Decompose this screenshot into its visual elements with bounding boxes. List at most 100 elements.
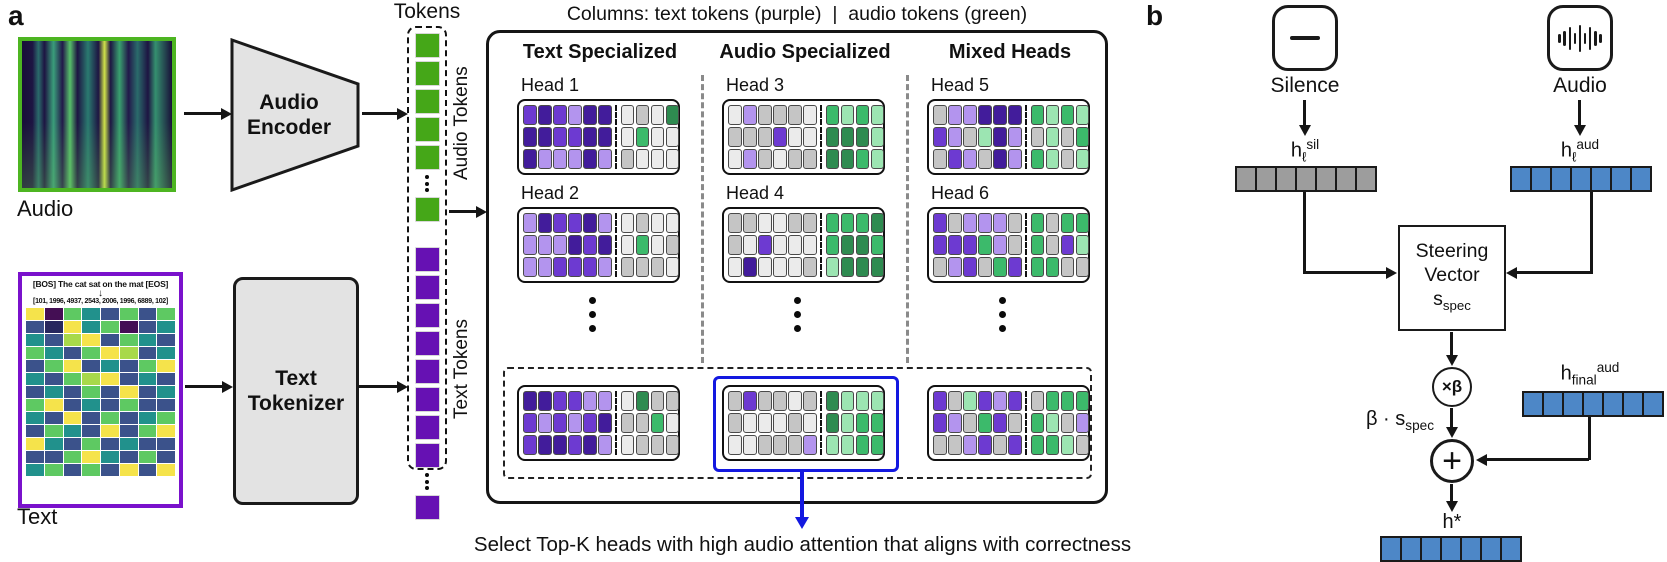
attention-cell (620, 413, 634, 433)
attention-cell (523, 149, 537, 169)
attention-cell (1060, 391, 1074, 411)
attention-cell (568, 257, 582, 277)
attention-cell (1045, 127, 1059, 147)
attention-cell (840, 213, 854, 233)
silence-hidden-state-strip (1235, 166, 1377, 192)
attention-cell (598, 235, 612, 255)
h-final-sub: final (1571, 372, 1597, 388)
attention-cell (933, 127, 947, 147)
h-sil-sub: ℓ (1301, 149, 1307, 165)
attention-cell (538, 213, 552, 233)
heatmap-cell (63, 438, 82, 450)
text-embedding-heatmap (26, 308, 175, 476)
steering-symbol: sspec (1433, 287, 1471, 318)
more-heads-ellipsis (999, 297, 1006, 332)
head-1-grid (517, 99, 680, 175)
attention-cell (758, 127, 772, 147)
attention-cell (523, 413, 537, 433)
attention-cell (1030, 127, 1044, 147)
multiply-beta-node: ×β (1432, 367, 1472, 407)
attention-cell (963, 413, 977, 433)
vector-cell (1612, 168, 1632, 190)
heatmap-cell (101, 347, 119, 359)
heatmap-cell (101, 373, 119, 385)
attention-cell (620, 105, 634, 125)
attention-cell (620, 435, 634, 455)
vector-cell (1257, 168, 1277, 190)
add-node: + (1430, 439, 1474, 483)
grid-text-audio-separator (1025, 213, 1027, 233)
attention-cell (788, 257, 802, 277)
attention-cell (963, 213, 977, 233)
tokens-column (407, 26, 447, 520)
attention-cell (870, 127, 884, 147)
tokenize-arrow-glyph: ↓ (98, 288, 103, 299)
attention-cell (803, 413, 817, 433)
heatmap-cell (138, 347, 157, 359)
heatmap-cell (101, 412, 119, 424)
grid-text-audio-separator (820, 213, 822, 233)
heatmap-cell (119, 386, 138, 398)
attention-cell (523, 435, 537, 455)
heatmap-cell (63, 412, 82, 424)
attention-cell (1008, 235, 1022, 255)
h-final-elbow-vertical (1588, 417, 1591, 460)
attention-cell (583, 149, 597, 169)
grid-text-audio-separator (820, 413, 822, 433)
more-heads-ellipsis (589, 297, 596, 332)
attention-cell (840, 105, 854, 125)
attention-cell (728, 105, 742, 125)
text-tokenizer-line2: Tokenizer (247, 392, 345, 415)
attention-cell (948, 235, 962, 255)
attention-cell (773, 391, 787, 411)
attention-cell (825, 235, 839, 255)
attention-cell (840, 149, 854, 169)
heatmap-cell (138, 412, 157, 424)
attention-cell (1060, 127, 1074, 147)
audio-encoder: Audio Encoder (230, 37, 360, 193)
attention-cell (538, 149, 552, 169)
column-separator (701, 75, 704, 363)
heatmap-cell (63, 373, 82, 385)
attention-cell (743, 149, 757, 169)
heatmap-cell (26, 334, 44, 346)
attention-cell (993, 213, 1007, 233)
heatmap-cell (138, 360, 157, 372)
panel-b-label: b (1146, 0, 1164, 31)
head-5-grid (927, 99, 1090, 175)
vector-cell (1524, 393, 1544, 415)
attention-cell (1030, 435, 1044, 455)
audio-token (414, 145, 440, 170)
grid-text-audio-separator (615, 235, 617, 255)
attention-cell (803, 235, 817, 255)
heatmap-cell (119, 425, 138, 437)
attention-cell (568, 435, 582, 455)
text-tokenizer-line1: Text (275, 367, 317, 390)
heatmap-cell (63, 425, 82, 437)
attention-cell (803, 257, 817, 277)
head-6-grid (927, 207, 1090, 283)
heatmap-cell (44, 373, 63, 385)
attention-cell (1008, 213, 1022, 233)
beta-label-sub: spec (1405, 418, 1434, 433)
grid-text-audio-separator (820, 127, 822, 147)
vector-cell (1624, 393, 1644, 415)
vector-cell (1604, 393, 1624, 415)
steering-sym-sub: spec (1442, 297, 1471, 313)
attention-cell (758, 213, 772, 233)
heatmap-cell (138, 399, 157, 411)
bottom-mixed-grid (927, 385, 1090, 461)
arrow-audio-to-vector (1578, 100, 1581, 126)
heatmap-cell (26, 412, 44, 424)
attention-cell (743, 435, 757, 455)
text-token (414, 331, 440, 356)
h-final-label: hfinalaud (1535, 360, 1645, 388)
heatmap-cell (157, 347, 175, 359)
grid-text-audio-separator (820, 235, 822, 255)
attention-cell (665, 105, 679, 125)
h-final-elbow-horizontal (1486, 458, 1589, 461)
attention-cell (825, 149, 839, 169)
column-title-mixed-heads: Mixed Heads (948, 41, 1072, 63)
attention-cell (583, 127, 597, 147)
attention-cell (523, 127, 537, 147)
